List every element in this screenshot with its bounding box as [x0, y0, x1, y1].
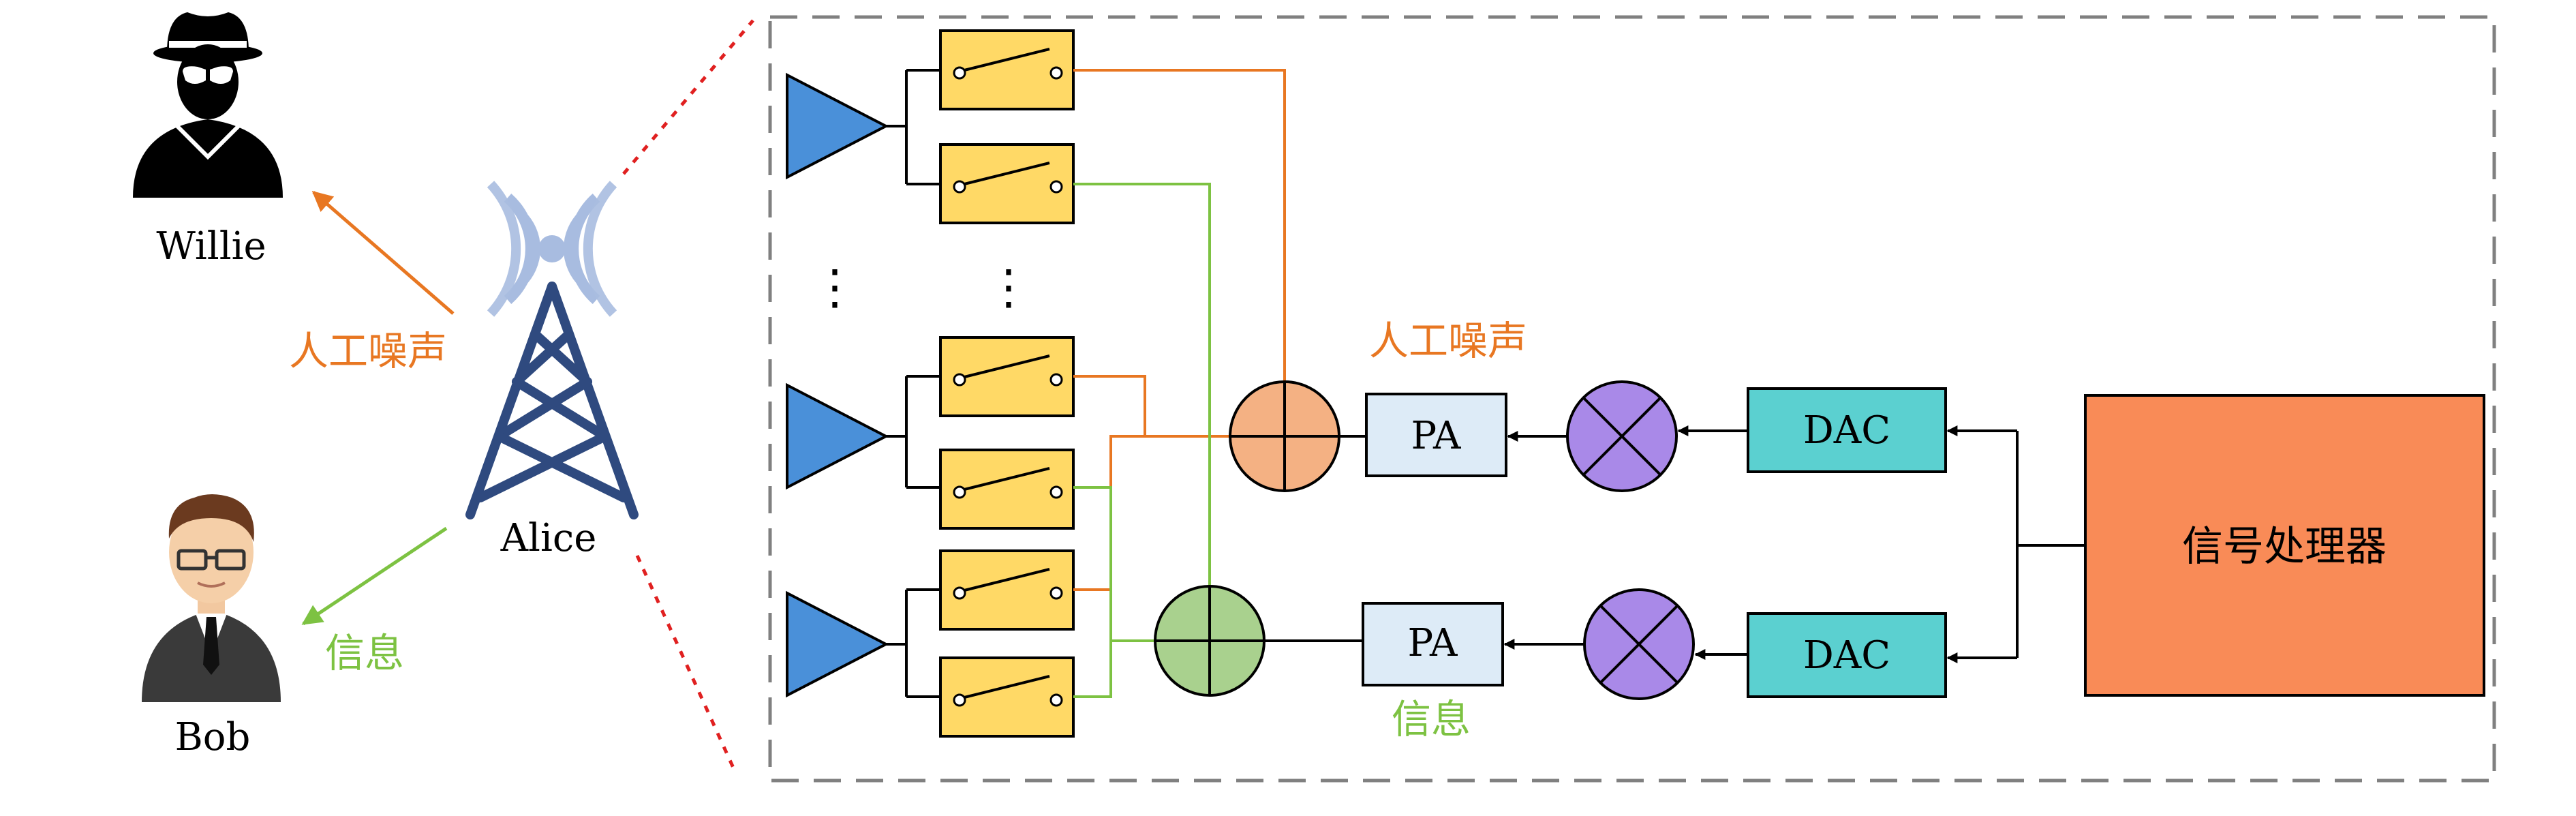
spy-icon [133, 12, 283, 198]
dac-top-label: DAC [1803, 408, 1890, 453]
processor-dac-wiring [1946, 425, 2085, 663]
noise-adder [1229, 380, 1340, 492]
businessman-icon [142, 494, 281, 702]
pa-bottom-block: PA [1362, 602, 1504, 686]
info-adder [1154, 585, 1266, 697]
switch-6 [939, 656, 1075, 738]
info-arrow-label: 信息 [325, 630, 404, 676]
dac-bottom-label: DAC [1803, 633, 1890, 678]
antenna-triangle [786, 382, 889, 490]
antenna-group-3 [786, 588, 940, 698]
pa-top-label: PA [1411, 414, 1462, 458]
vertical-dots-antennas: ⋮ [811, 259, 859, 315]
antenna-triangle [786, 72, 889, 180]
info-arrow-to-bob [301, 526, 448, 626]
zoom-line-top [622, 19, 754, 175]
pa-top-block: PA [1365, 393, 1507, 477]
switch-3 [939, 336, 1075, 417]
antenna-triangle [786, 590, 889, 698]
signal-processor-block: 信号处理器 [2084, 394, 2485, 697]
pa-bottom-label: PA [1408, 621, 1458, 665]
willie-label: Willie [156, 224, 266, 269]
noise-arrow-to-willie [311, 191, 455, 315]
switch-1 [939, 29, 1075, 110]
dac-bottom-block: DAC [1747, 612, 1947, 698]
info-wiring [1073, 183, 1211, 698]
noise-branch-label: 人工噪声 [1369, 318, 1527, 364]
info-branch-label: 信息 [1392, 696, 1471, 742]
dac-top-block: DAC [1747, 387, 1947, 473]
mixer-top [1566, 380, 1678, 492]
switch-5 [939, 549, 1075, 631]
transmitter-dashed-box [768, 15, 2496, 783]
vertical-dots-switches: ⋮ [985, 259, 1032, 315]
switch-4 [939, 449, 1075, 530]
zoom-line-bottom [635, 554, 738, 775]
alice-label: Alice [500, 516, 597, 560]
signal-processor-label: 信号处理器 [2182, 523, 2387, 571]
noise-wiring [1073, 69, 1286, 591]
mixer-bottom [1583, 588, 1695, 700]
bob-label: Bob [175, 715, 251, 759]
antenna-group-2 [786, 375, 940, 490]
antenna-group-1 [786, 69, 940, 185]
noise-arrow-label: 人工噪声 [289, 328, 447, 374]
switch-2 [939, 143, 1075, 224]
radio-tower-icon [465, 181, 639, 519]
